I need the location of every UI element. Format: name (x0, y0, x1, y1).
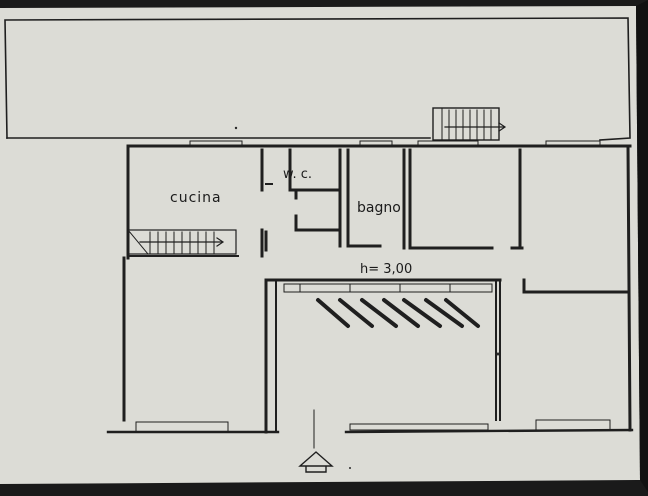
room-label-cucina: cucina (170, 190, 222, 206)
ceiling-height-label: h= 3,00 (360, 262, 412, 277)
room-label-bagno: bagno (357, 200, 401, 216)
bottom-windows (135, 419, 611, 433)
paper (0, 6, 640, 484)
upper-stair (432, 107, 507, 141)
top-windows (189, 140, 601, 147)
right-room-wall (522, 278, 630, 294)
outer-wall-right (626, 144, 632, 432)
garage-window (283, 283, 493, 293)
room-label-wc: w. c. (283, 167, 312, 182)
kitchen-stair (127, 229, 237, 255)
parking-hatch (316, 298, 480, 328)
ink-dots (234, 126, 500, 469)
garage-right-wall (495, 281, 501, 421)
wc-walls (288, 148, 342, 248)
entrance-arrow-icon (298, 451, 334, 473)
middle-room-walls (408, 148, 524, 250)
paper-shadow-edge (636, 0, 648, 492)
terrace-outline (4, 17, 631, 141)
